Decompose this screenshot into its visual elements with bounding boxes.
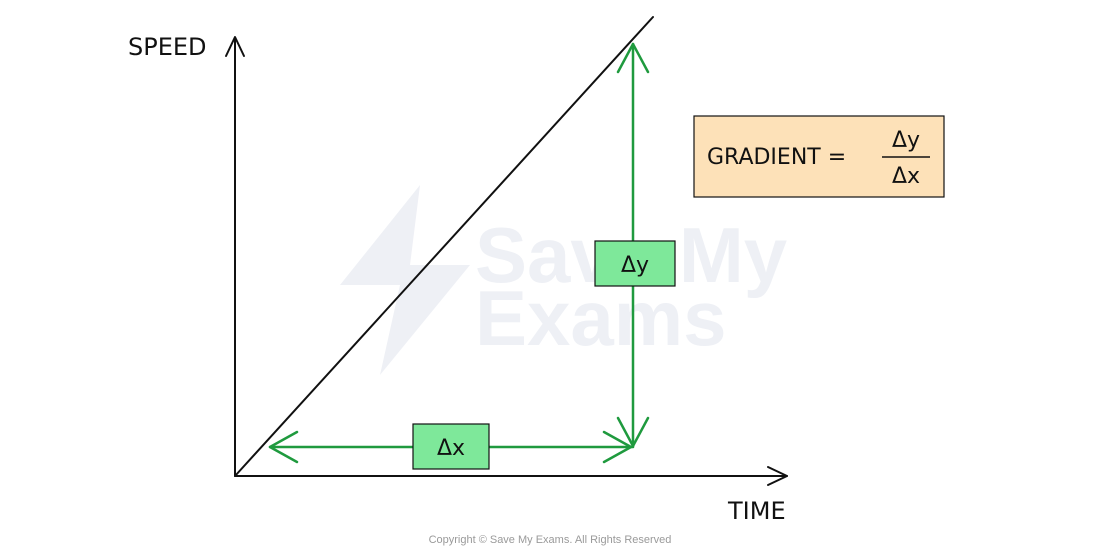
delta-x-label: Δx xyxy=(437,436,465,461)
delta-y-label-box: Δy xyxy=(594,240,676,287)
x-axis-arrowhead xyxy=(767,466,788,486)
formula-denominator: Δx xyxy=(892,164,920,189)
formula-numerator: Δy xyxy=(892,128,920,153)
watermark-line-2: Exams xyxy=(475,274,727,362)
axes xyxy=(225,36,788,486)
x-axis-label: TIME xyxy=(727,497,786,525)
copyright-footer: Copyright © Save My Exams. All Rights Re… xyxy=(428,534,672,546)
y-axis-arrowhead xyxy=(225,36,245,57)
delta-y-top-arrowhead xyxy=(616,42,650,74)
delta-y-label: Δy xyxy=(621,253,649,278)
delta-x-left-arrowhead xyxy=(268,430,299,464)
formula-lhs: GRADIENT = xyxy=(707,145,846,170)
delta-y-bottom-arrowhead xyxy=(616,416,650,448)
delta-x-right-arrowhead xyxy=(602,430,633,464)
watermark-bolt-icon xyxy=(340,185,470,375)
watermark: Save My Exams xyxy=(340,185,787,375)
delta-x-label-box: Δx xyxy=(412,423,490,470)
y-axis-label: SPEED xyxy=(128,33,207,61)
gradient-formula-box: GRADIENT = Δy Δx xyxy=(693,115,945,198)
speed-time-line xyxy=(234,16,654,477)
